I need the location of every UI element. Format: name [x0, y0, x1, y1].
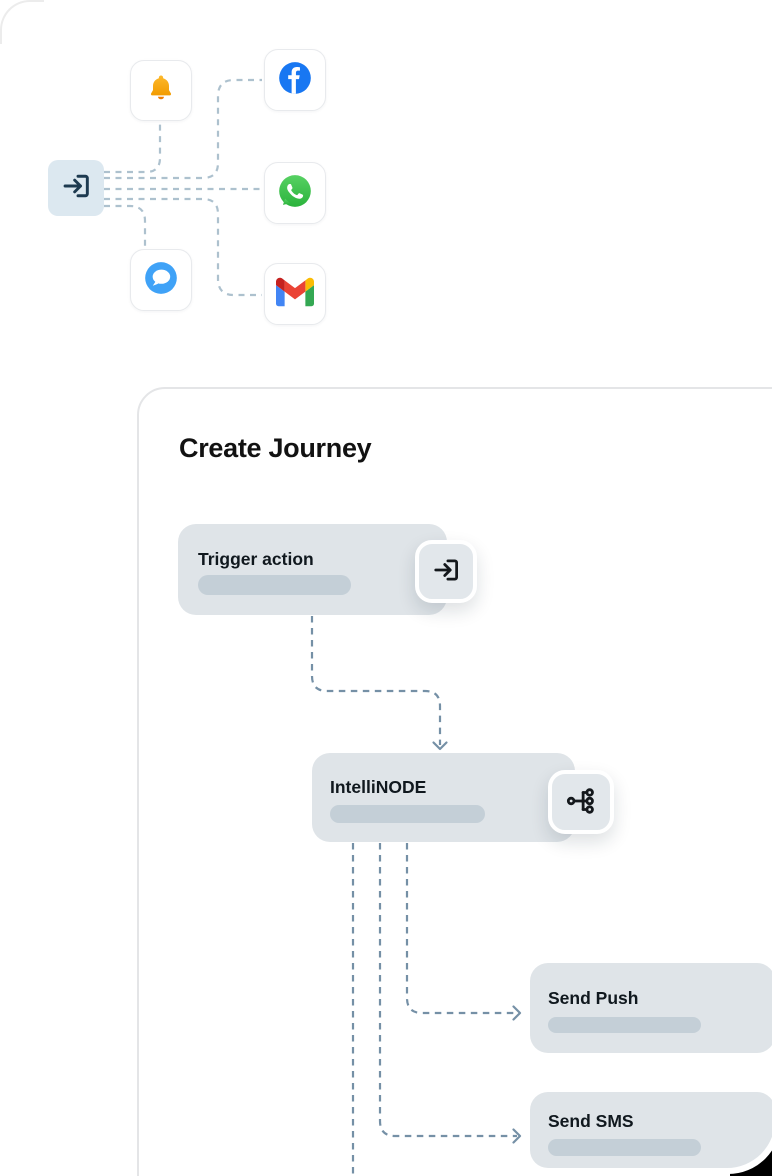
gmail-app-card[interactable] — [264, 263, 326, 325]
whatsapp-app-card[interactable] — [264, 162, 326, 224]
node-label: Send SMS — [548, 1111, 634, 1131]
node-send-sms[interactable]: Send SMS — [530, 1092, 772, 1168]
placeholder-pill — [198, 575, 351, 595]
placeholder-pill — [330, 805, 485, 823]
node-intellinode[interactable]: IntelliNODE — [312, 753, 575, 842]
page-title: Create Journey — [179, 433, 372, 463]
login-icon — [60, 170, 92, 207]
node-label: Trigger action — [198, 549, 314, 569]
intellinode-branch-button[interactable] — [548, 770, 614, 834]
messages-app-card[interactable] — [130, 249, 192, 311]
trigger-source-tile[interactable] — [48, 160, 104, 216]
notifications-app-card[interactable] — [130, 60, 192, 121]
page-rounded-corner — [0, 0, 44, 44]
chat-bubble-icon — [142, 259, 180, 302]
node-label: IntelliNODE — [330, 777, 427, 797]
login-icon — [431, 555, 461, 588]
whatsapp-icon — [276, 172, 314, 215]
placeholder-pill — [548, 1139, 701, 1156]
facebook-app-card[interactable] — [264, 49, 326, 111]
node-label: Send Push — [548, 988, 639, 1008]
branch-icon — [565, 785, 597, 820]
trigger-action-button[interactable] — [415, 540, 477, 603]
gmail-icon — [276, 277, 314, 312]
bell-icon — [145, 72, 177, 109]
node-send-push[interactable]: Send Push — [530, 963, 772, 1053]
placeholder-pill — [548, 1017, 701, 1033]
facebook-icon — [276, 59, 314, 102]
node-trigger-action[interactable]: Trigger action — [178, 524, 447, 615]
